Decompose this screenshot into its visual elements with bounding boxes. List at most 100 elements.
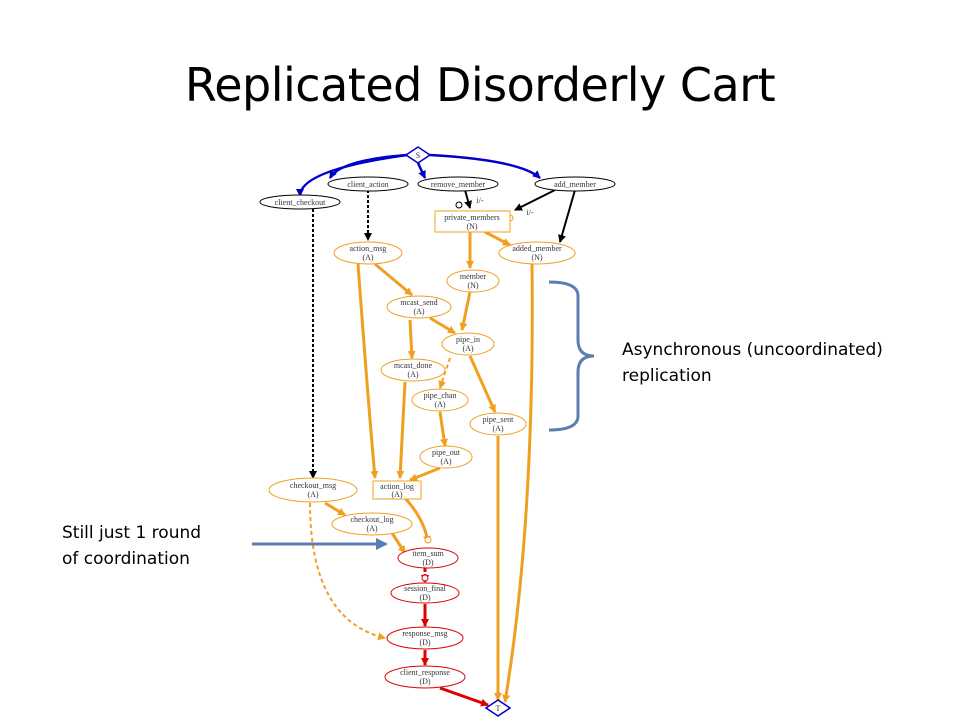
async-bracket (548, 280, 595, 432)
node-pipe-chan: pipe_chan (A) (411, 388, 469, 412)
svg-text:(D): (D) (422, 558, 433, 567)
edge-add-member-private-members (514, 189, 556, 211)
node-item-sum: item_sum (D) (397, 547, 459, 569)
node-remove-member: remove_member (417, 176, 499, 192)
svg-text:session_final: session_final (404, 584, 447, 593)
node-top: S (404, 146, 432, 164)
edge-member-pipe-in (459, 291, 472, 331)
svg-text:add_member: add_member (554, 180, 596, 189)
edge-top-client-checkout (296, 153, 408, 197)
svg-text:member: member (460, 272, 487, 281)
node-checkout-msg: checkout_msg (A) (268, 477, 358, 503)
node-add-member: add_member (534, 176, 616, 192)
async-replication-note: Asynchronous (uncoordinated) replication (622, 337, 883, 389)
svg-text:(A): (A) (407, 370, 418, 379)
svg-text:client_checkout: client_checkout (275, 198, 326, 207)
edge-mcast-send-pipe-in (429, 316, 456, 335)
svg-text:checkout_msg: checkout_msg (290, 481, 336, 490)
edge-mcast-send-mcast-done (407, 319, 416, 359)
edges: i/- i/- (296, 153, 576, 707)
edge-client-response-bottom (439, 686, 489, 707)
svg-text:(D): (D) (419, 593, 430, 602)
node-private-members: private_members (N) (434, 210, 511, 233)
node-client-checkout: client_checkout (259, 194, 341, 210)
node-action-msg: action_msg (A) (333, 241, 403, 265)
negation-marker (455, 201, 463, 209)
svg-text:(N): (N) (531, 253, 542, 262)
note-line: of coordination (62, 549, 190, 569)
svg-text:pipe_chan: pipe_chan (424, 391, 457, 400)
node-member: member (N) (446, 269, 500, 293)
node-pipe-in: pipe_in (A) (441, 332, 495, 356)
edge-private-members-added-member (484, 230, 511, 247)
node-mcast-send: mcast_send (A) (386, 295, 452, 319)
svg-text:(A): (A) (492, 424, 503, 433)
note-line: Still just 1 round (62, 523, 202, 543)
edge-remove-member-private-members (464, 189, 472, 209)
svg-text:(D): (D) (419, 677, 430, 686)
svg-text:remove_member: remove_member (431, 180, 486, 189)
edge-pipe-in-pipe-chan (438, 357, 451, 389)
edge-checkout-msg-checkout-log (324, 501, 346, 517)
svg-text:(N): (N) (466, 222, 477, 231)
edge-pipe-in-pipe-sent (468, 355, 497, 413)
svg-text:pipe_out: pipe_out (432, 448, 461, 457)
edge-action-msg-action-log (356, 263, 379, 479)
node-pipe-out: pipe_out (A) (419, 445, 473, 469)
edge-action-msg-mcast-send (374, 262, 413, 297)
node-response-msg: response_msg (D) (386, 626, 464, 650)
svg-text:item_sum: item_sum (412, 549, 444, 558)
edge-top-add-member (429, 153, 541, 179)
svg-text:(A): (A) (391, 490, 402, 499)
svg-text:mcast_done: mcast_done (394, 361, 433, 370)
svg-text:(A): (A) (440, 457, 451, 466)
edge-top-remove-member (416, 162, 427, 179)
node-pipe-sent: pipe_sent (A) (469, 412, 527, 436)
svg-text:S: S (416, 151, 420, 160)
svg-text:action_msg: action_msg (350, 244, 387, 253)
node-action-log: action_log (A) (372, 480, 422, 500)
svg-text:T: T (496, 704, 501, 713)
edge-top-client-action (328, 153, 408, 179)
edge-label: i/- (476, 196, 483, 205)
note-line: replication (622, 366, 712, 386)
node-client-response: client_response (D) (384, 665, 466, 689)
svg-text:(A): (A) (434, 400, 445, 409)
svg-text:(A): (A) (462, 344, 473, 353)
nodes: S T client_action remove_member add_memb… (259, 146, 616, 717)
edge-pipe-chan-pipe-out (438, 411, 448, 447)
edge-add-member-added-member (558, 189, 576, 243)
svg-text:checkout_log: checkout_log (350, 515, 393, 524)
note-line: Asynchronous (uncoordinated) (622, 340, 883, 360)
svg-text:mcast_send: mcast_send (400, 298, 437, 307)
svg-text:private_members: private_members (444, 213, 500, 222)
svg-text:(A): (A) (307, 490, 318, 499)
svg-text:client_response: client_response (400, 668, 450, 677)
node-checkout-log: checkout_log (A) (331, 512, 413, 536)
node-added-member: added_member (N) (498, 241, 576, 265)
svg-text:(A): (A) (362, 253, 373, 262)
node-client-action: client_action (327, 176, 409, 192)
negation-marker (421, 574, 429, 582)
slide-title: Replicated Disorderly Cart (184, 58, 776, 112)
svg-text:added_member: added_member (512, 244, 562, 253)
svg-text:(A): (A) (413, 307, 424, 316)
svg-text:(A): (A) (366, 524, 377, 533)
edge-checkout-msg-response-msg (309, 502, 386, 641)
svg-text:pipe_sent: pipe_sent (483, 415, 514, 424)
negation-marker (424, 536, 432, 544)
edge-added-member-bottom (502, 263, 534, 703)
coordination-note: Still just 1 round of coordination (62, 520, 201, 572)
edge-label: i/- (526, 208, 533, 217)
svg-text:response_msg: response_msg (402, 629, 447, 638)
svg-text:client_action: client_action (347, 180, 388, 189)
edge-mcast-done-action-log (396, 381, 407, 479)
node-session-final: session_final (D) (390, 582, 460, 604)
svg-text:pipe_in: pipe_in (456, 335, 480, 344)
svg-text:(D): (D) (419, 638, 430, 647)
node-mcast-done: mcast_done (A) (380, 358, 446, 382)
node-bottom: T (484, 699, 512, 717)
edge-pipe-out-action-log (409, 466, 441, 482)
svg-text:action_log: action_log (380, 482, 414, 491)
